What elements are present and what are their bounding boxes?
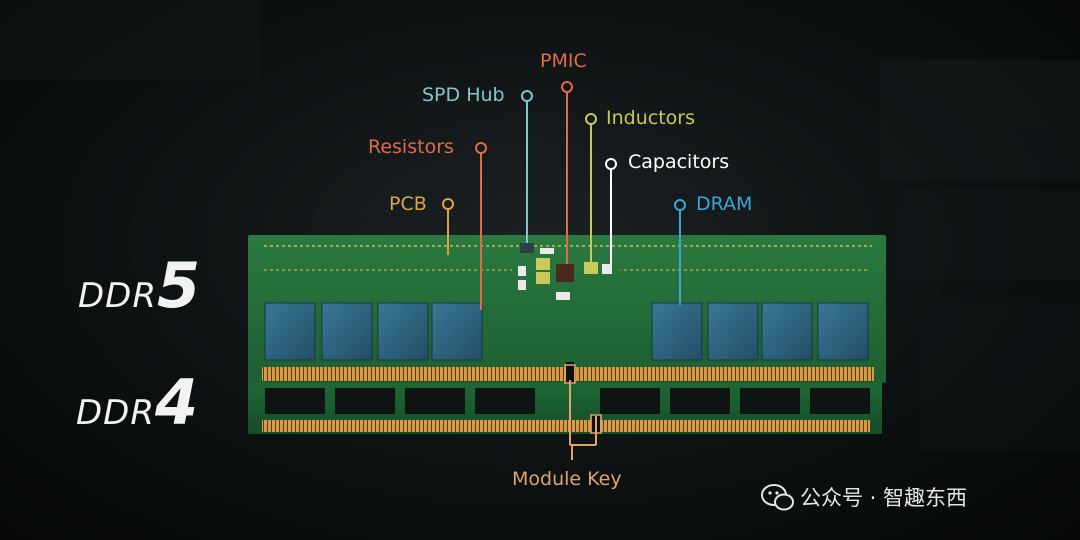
ddr4-title: DDR4 [76,372,198,434]
pmic-label: PMIC [540,50,587,72]
ddr4-chip-row [265,388,870,414]
ddr4-gold-contacts [262,420,870,432]
capacitor [556,292,570,300]
dram-chip [264,302,316,361]
spd-hub-marker [521,90,533,102]
ddr5-title: DDR5 [78,255,200,317]
dram-chip [651,302,703,361]
dram-chip-row [264,302,869,361]
pmic-chip [556,264,574,282]
capacitor [518,266,526,276]
dram-chip [761,302,813,361]
pcb-label: PCB [389,193,427,215]
inductors-label: Inductors [606,107,695,129]
dram-label: DRAM [696,193,753,215]
capacitor [540,248,554,254]
capacitors-label: Capacitors [628,151,730,173]
resistors-marker [475,142,487,154]
ddr4-prefix: DDR [76,393,155,433]
ddr4-module [248,380,882,434]
ddr5-number: 5 [157,249,201,322]
dram-chip [377,302,429,361]
inductor [536,258,550,270]
spd-hub-chip [520,243,534,253]
watermark: 公众号 · 智趣东西 [800,482,967,512]
resistors-label: Resistors [368,136,454,158]
watermark-text: 公众号 · 智趣东西 [800,486,968,510]
ddr5-key-notch [566,362,574,384]
inductors-marker [585,113,597,125]
ddr4-number: 4 [155,366,199,439]
pmic-marker [561,81,573,93]
wechat-icon [761,484,794,511]
dram-chip [817,302,869,361]
pcb-marker [442,198,454,210]
inductor [536,272,550,284]
background-board [0,0,1080,450]
ddr5-module [248,235,886,384]
capacitor [602,264,612,274]
dram-chip [431,302,483,361]
inductor [584,262,598,274]
ddr5-prefix: DDR [78,276,157,316]
power-components [518,243,612,300]
module-key-connector [569,380,597,460]
dram-chip [707,302,759,361]
spd-hub-label: SPD Hub [422,84,505,106]
dram-marker [674,199,686,211]
callouts [442,81,686,460]
dram-chip [321,302,373,361]
capacitors-marker [605,158,617,170]
module-key-label: Module Key [512,468,622,490]
capacitor [518,280,526,290]
